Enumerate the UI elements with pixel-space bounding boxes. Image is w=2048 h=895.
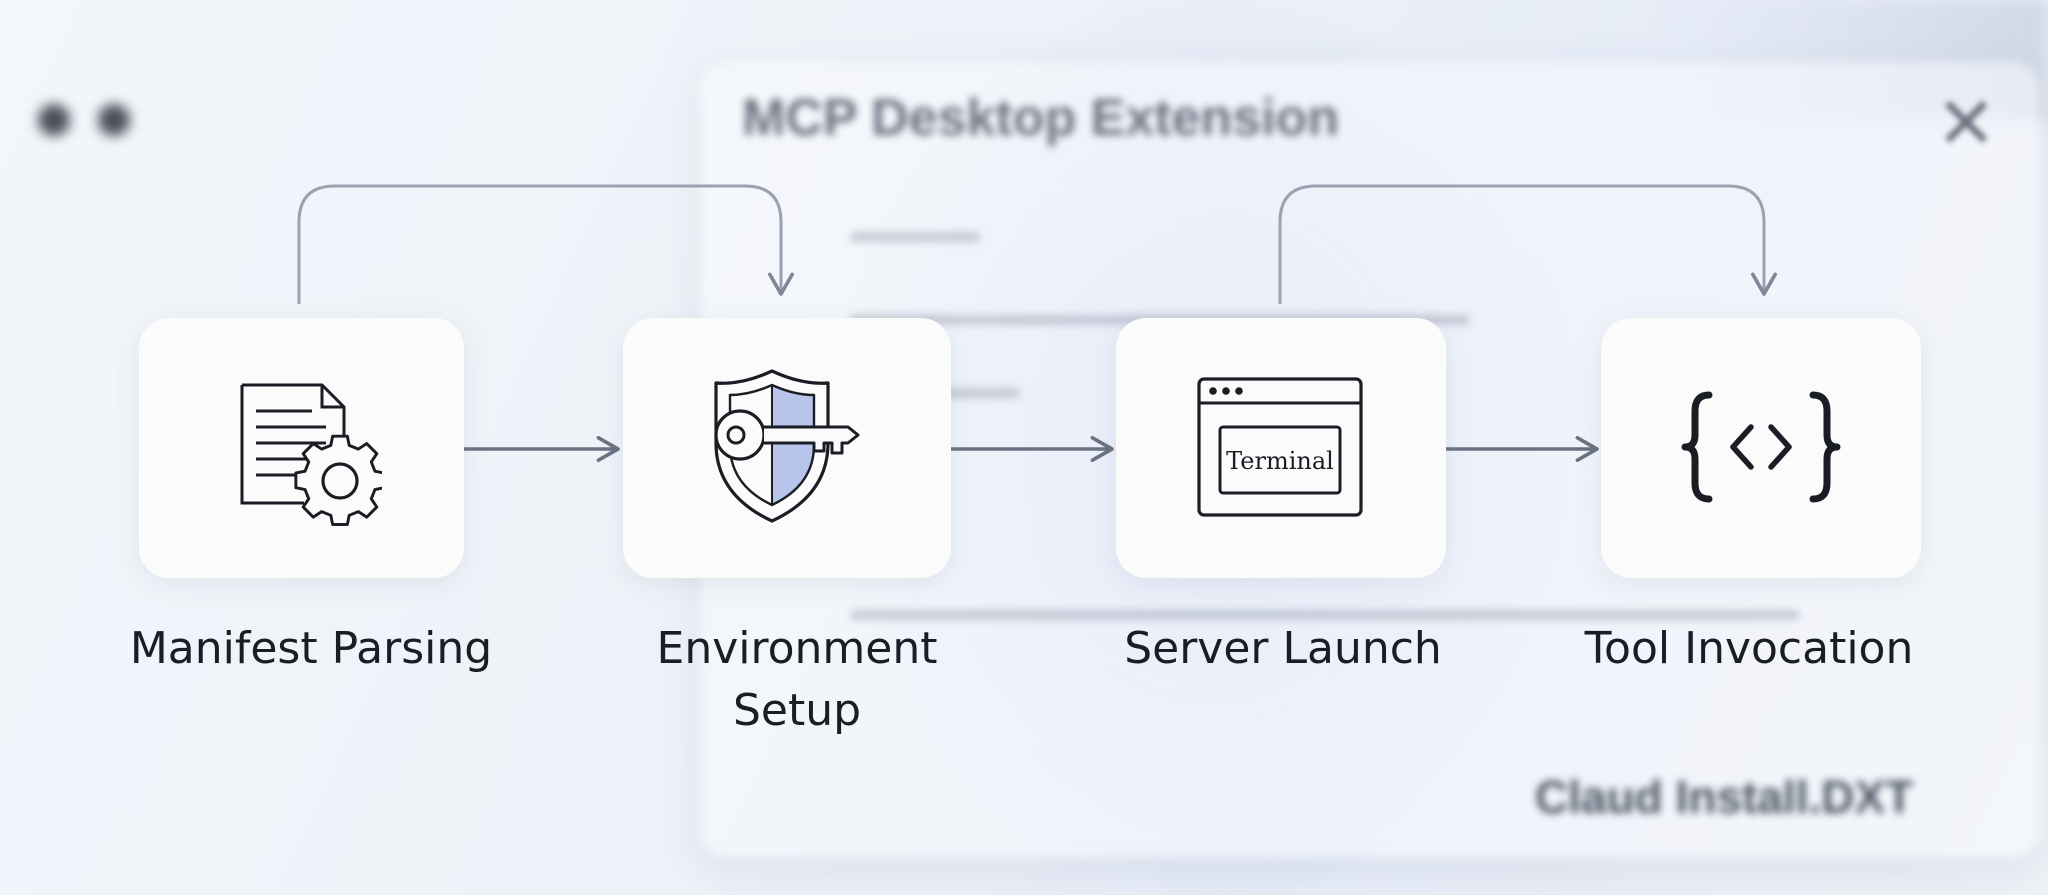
step-card-environment-setup [623,318,951,578]
step-card-manifest-parsing [139,318,464,578]
step-label: Manifest Parsing [129,623,493,674]
step-card-server-launch: Terminal [1116,318,1446,578]
window-dot-icon [98,104,130,136]
terminal-window-icon: Terminal [1197,377,1363,517]
blurred-close-icon: ✕ [1936,84,1997,164]
blurred-footer-text: Claud Install.DXT [1535,771,1914,823]
blurred-window-title: MCP Desktop Extension [742,89,1340,147]
step-card-tool-invocation: {‹›} [1601,318,1921,578]
terminal-icon-text: Terminal [1226,447,1334,475]
shield-key-icon [714,369,860,523]
step-label: Environment Setup [656,623,938,736]
window-dot-icon [38,104,70,136]
blurred-text-line [850,610,1800,620]
code-braces-icon: {‹›} [1681,391,1841,503]
loop-arrow-2 [1278,184,1778,304]
document-gear-icon [240,383,382,526]
step-label: Tool Invocation [1584,623,1914,674]
blurred-text-line [850,232,980,242]
step-label: Server Launch [1124,623,1442,674]
loop-arrow-1 [297,184,795,304]
